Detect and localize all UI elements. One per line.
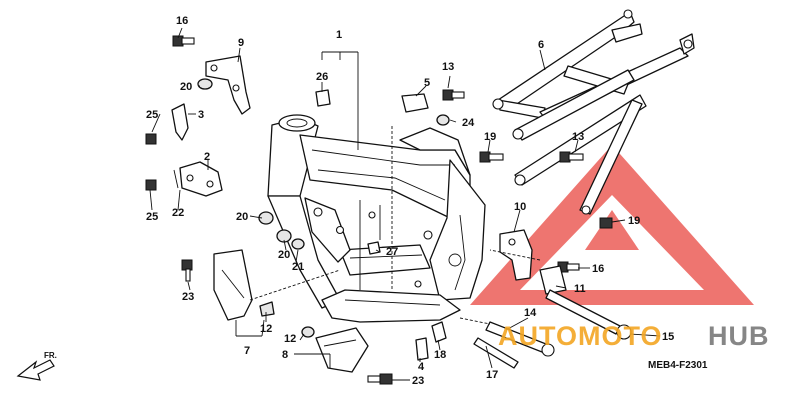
leader-lines xyxy=(149,27,661,381)
front-direction-arrow: FR. xyxy=(16,351,57,381)
nut-24 xyxy=(436,114,450,126)
callout-4: 4 xyxy=(418,361,425,373)
watermark-text: AUTOMOTO HUB xyxy=(498,321,770,351)
callout-16-top: 16 xyxy=(176,15,188,27)
part-10-bracket xyxy=(499,229,533,281)
engine-cross-member xyxy=(339,244,431,276)
clip-12-right xyxy=(301,326,315,338)
bolt-25-lower xyxy=(145,179,157,191)
subframe-front-bracket xyxy=(497,99,546,119)
callout-20-mid: 20 xyxy=(236,211,248,223)
part-3-clip xyxy=(171,103,189,141)
part-5-bracket xyxy=(401,93,429,113)
bolt-17 xyxy=(473,337,519,369)
swingarm-pivot-plate xyxy=(429,159,486,301)
watermark-logo xyxy=(470,145,754,305)
callout-18: 18 xyxy=(434,349,446,361)
subframe-upper-rail-left xyxy=(497,11,635,111)
callout-3: 3 xyxy=(198,109,204,121)
callout-27: 27 xyxy=(386,246,398,258)
callout-19-upper: 19 xyxy=(484,131,496,143)
callout-12-right: 12 xyxy=(284,333,296,345)
callout-19-right: 19 xyxy=(628,215,640,227)
callout-14: 14 xyxy=(524,307,537,319)
bolt-19-upper xyxy=(479,151,504,163)
watermark-outer-triangle xyxy=(470,145,754,305)
frame-guard-7 xyxy=(213,249,253,321)
part-18-collar xyxy=(431,321,447,343)
drawing-code: MEB4-F2301 xyxy=(648,360,708,371)
callout-16-right: 16 xyxy=(592,263,604,275)
pivot-bolt-15 xyxy=(545,289,621,335)
callout-15: 15 xyxy=(662,331,674,343)
bolt-16-top xyxy=(172,35,195,47)
callout-26: 26 xyxy=(316,71,328,83)
washer-20-top xyxy=(197,78,213,90)
part-26-clip xyxy=(315,89,331,107)
bolt-16-right xyxy=(557,261,580,273)
callout-10: 10 xyxy=(514,201,526,213)
nut-27 xyxy=(367,241,381,255)
callout-17: 17 xyxy=(486,369,498,381)
main-frame xyxy=(267,114,486,323)
part-4-clip xyxy=(415,337,429,361)
callout-20-top: 20 xyxy=(180,81,192,93)
watermark-brand-part1: AUTOMOTO xyxy=(498,321,663,351)
callout-23-left: 23 xyxy=(182,291,194,303)
callout-23-bottom: 23 xyxy=(412,375,424,387)
clip-12-left xyxy=(259,301,275,317)
part-9-bracket xyxy=(205,55,251,115)
callout-numbers: 16 9 20 3 25 2 25 22 1 26 5 13 24 6 19 1… xyxy=(146,15,674,387)
washer-20-mid xyxy=(258,211,274,225)
callout-13-mid: 13 xyxy=(572,131,584,143)
callout-5: 5 xyxy=(424,77,430,89)
callout-25-top: 25 xyxy=(146,109,158,121)
frame-guard-8 xyxy=(315,327,369,373)
callout-8: 8 xyxy=(282,349,288,361)
callout-1: 1 xyxy=(336,29,342,41)
bolt-19-right xyxy=(599,217,613,229)
bolt-25-upper xyxy=(145,133,157,145)
direction-label: FR. xyxy=(44,351,57,360)
rear-subframe xyxy=(492,9,695,215)
callout-20-low: 20 xyxy=(278,249,290,261)
callout-9: 9 xyxy=(238,37,244,49)
callout-12-left: 12 xyxy=(260,323,272,335)
bolt-13-upper xyxy=(442,89,465,101)
bolt-23-upper xyxy=(181,259,193,282)
lower-cradle xyxy=(321,289,461,323)
part-2-bracket xyxy=(179,161,223,197)
watermark-brand-part2: HUB xyxy=(708,321,770,351)
bolt-13-mid xyxy=(559,151,584,163)
callout-25-bottom: 25 xyxy=(146,211,158,223)
collar-21 xyxy=(291,238,305,250)
bolt-23-lower xyxy=(367,373,393,385)
callout-2: 2 xyxy=(204,151,210,163)
callout-6: 6 xyxy=(538,39,544,51)
callout-22: 22 xyxy=(172,207,184,219)
watermark-inner-triangle xyxy=(585,210,639,250)
callout-21: 21 xyxy=(292,261,304,273)
callout-13-top: 13 xyxy=(442,61,454,73)
callout-11: 11 xyxy=(574,283,586,295)
callout-7: 7 xyxy=(244,345,250,357)
rear-top-gusset xyxy=(399,127,471,176)
callout-24: 24 xyxy=(462,117,475,129)
